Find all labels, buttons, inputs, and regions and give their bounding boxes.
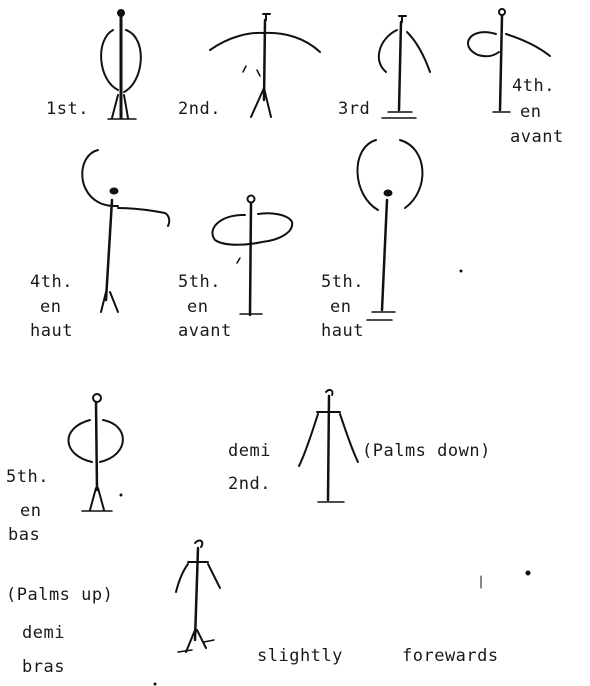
figure-third-position [377,15,431,119]
label-third: 3rd [338,99,371,119]
label-fifth-haut-line2: en [330,297,352,317]
label-demi-second-line2: 2nd. [228,474,271,494]
label-palms-down: (Palms down) [362,441,491,461]
label-second: 2nd. [178,99,221,119]
figure-second-position [209,13,321,118]
label-fifth-haut-line3: haut [321,321,364,341]
label-fourth-haut-line2: en [40,297,62,317]
stray-marks [119,269,531,686]
label-fourth-avant-line1: 4th. [512,76,555,96]
label-fifth-bas-line3: bas [8,525,41,545]
label-demi-second-line1: demi [228,441,271,461]
label-fifth-bas-line2: en [20,501,42,521]
figure-fourth-en-avant [467,8,551,113]
label-forewards: forewards [402,646,499,666]
label-fifth-avant-line3: avant [178,321,232,341]
figure-demi-second [298,388,359,503]
label-fourth-avant-line3: avant [510,127,564,147]
label-fifth-bas-line1: 5th. [6,467,49,487]
label-fifth-avant-line2: en [187,297,209,317]
label-slightly: slightly [257,646,343,666]
label-fourth-haut-line3: haut [30,321,73,341]
figure-first-position [100,9,142,120]
label-demi-bras-line1: demi [22,623,65,643]
label-fourth-haut-line1: 4th. [30,272,73,292]
figure-fifth-en-haut [356,139,424,321]
figure-demi-bras [175,539,221,653]
label-first: 1st. [46,99,89,119]
figure-fifth-en-bas [67,393,124,512]
figure-fifth-en-avant [211,194,294,317]
label-fourth-avant-line2: en [520,102,542,122]
label-fifth-avant-line1: 5th. [178,272,221,292]
label-fifth-haut-line1: 5th. [321,272,364,292]
label-demi-bras-line2: bras [22,657,65,677]
label-palms-up: (Palms up) [6,585,114,605]
figure-fourth-en-haut [81,149,171,313]
